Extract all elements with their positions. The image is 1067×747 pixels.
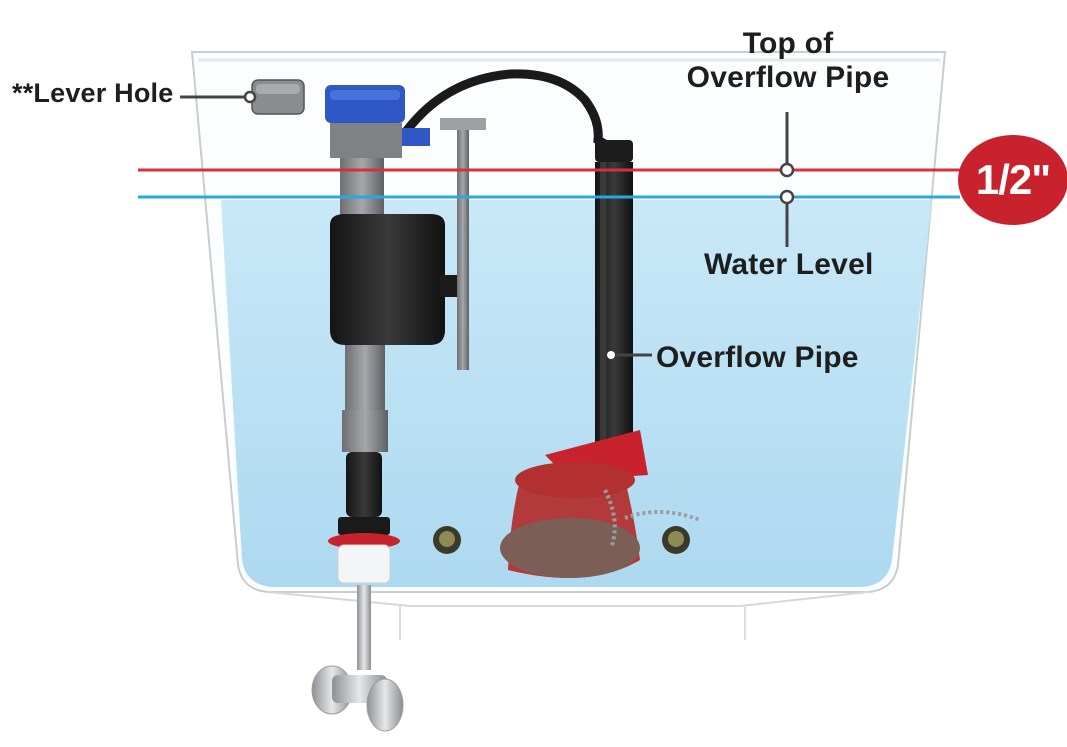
top-of-overflow-callout [779, 112, 795, 178]
water-level-callout [779, 189, 795, 247]
water-level-label: Water Level [704, 248, 874, 281]
tank-bolt-icon [433, 526, 690, 554]
overflow-pipe-label: Overflow Pipe [656, 341, 859, 374]
top-of-overflow-line2: Overflow Pipe [686, 60, 890, 94]
overflow-pipe-icon [595, 140, 633, 478]
overflow-pipe-callout [607, 351, 652, 359]
flush-valve-seat-icon [500, 480, 640, 578]
refill-tube-icon [395, 69, 620, 155]
float-rod-icon [440, 118, 486, 370]
flapper-icon [515, 430, 648, 498]
top-of-overflow-pipe-label: Top of Overflow Pipe [683, 27, 893, 94]
lever-hole-callout [180, 90, 257, 104]
half-inch-badge: 1/2" [958, 135, 1067, 225]
supply-shutoff-valve-icon [311, 585, 404, 732]
lever-hole-icon [251, 79, 305, 115]
lift-chain-icon [603, 489, 701, 546]
lever-hole-label: **Lever Hole [12, 78, 174, 108]
top-of-overflow-line1: Top of [742, 27, 834, 60]
